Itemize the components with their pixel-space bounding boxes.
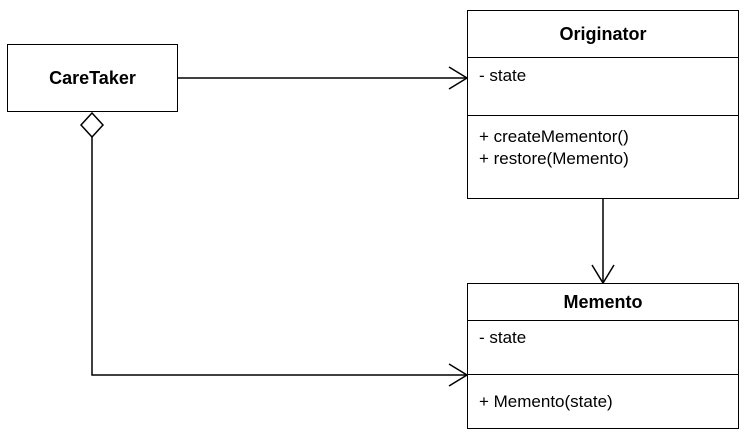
attribute-state: - state bbox=[479, 328, 527, 347]
association-caretaker-originator bbox=[177, 66, 469, 90]
operation-memento-constructor: + Memento(state) bbox=[479, 392, 613, 411]
attribute-state: - state bbox=[479, 66, 527, 85]
association-originator-memento bbox=[591, 199, 615, 285]
originator-attributes: - state bbox=[468, 58, 738, 116]
aggregation-caretaker-memento bbox=[79, 111, 469, 387]
operation-restore: + restore(Memento) bbox=[479, 149, 629, 168]
memento-class-name: Memento bbox=[468, 284, 738, 321]
originator-operations: + createMementor() + restore(Memento) bbox=[468, 116, 738, 170]
memento-attributes: - state bbox=[468, 321, 738, 375]
caretaker-class[interactable]: CareTaker bbox=[7, 44, 178, 112]
aggregation-diamond bbox=[79, 111, 105, 139]
memento-class[interactable]: Memento - state + Memento(state) bbox=[467, 283, 739, 429]
originator-class-name: Originator bbox=[468, 11, 738, 58]
caretaker-class-name: CareTaker bbox=[49, 68, 136, 88]
memento-operations: + Memento(state) bbox=[468, 375, 738, 422]
operation-create-mementor: + createMementor() bbox=[479, 127, 629, 146]
originator-class[interactable]: Originator - state + createMementor() + … bbox=[467, 10, 739, 199]
